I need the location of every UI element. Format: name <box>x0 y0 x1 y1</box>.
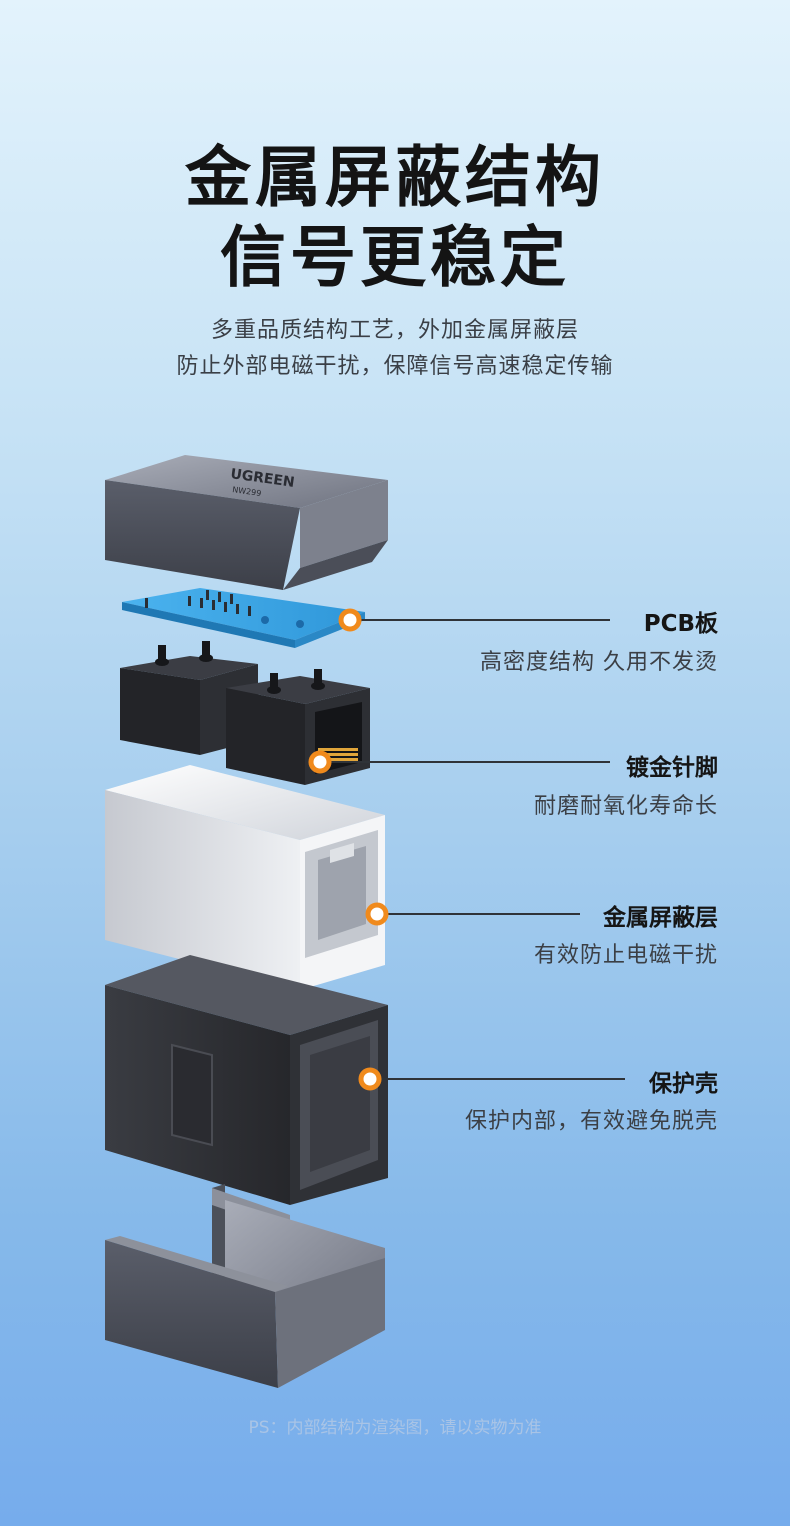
model-number: NW299 <box>232 485 262 498</box>
component-title-metal-shield: 金属屏蔽层 <box>603 905 718 931</box>
metal-shield <box>105 765 385 990</box>
component-title-pcb: PCB板 <box>643 611 718 637</box>
page-title-line2: 信号更稳定 <box>220 219 570 296</box>
subtitle-line2: 防止外部电磁干扰，保障信号高速稳定传输 <box>176 354 614 379</box>
component-title-gold-pins: 镀金针脚 <box>626 755 718 781</box>
top-cover: UGREEN NW299 <box>105 455 388 590</box>
component-desc-pcb: 高密度结构 久用不发烫 <box>480 650 718 675</box>
callout-metal-shield <box>365 902 580 926</box>
callout-pcb <box>338 608 610 632</box>
component-desc-metal-shield: 有效防止电磁干扰 <box>533 943 718 968</box>
component-desc-gold-pins: 耐磨耐氧化寿命长 <box>533 794 718 819</box>
bottom-cover <box>105 1184 385 1388</box>
callout-gold-pins <box>308 750 610 774</box>
rj45-jacks <box>120 641 370 785</box>
component-desc-shell: 保护内部，有效避免脱壳 <box>464 1109 718 1134</box>
subtitle-line1: 多重品质结构工艺，外加金属屏蔽层 <box>210 318 579 343</box>
page-title-line1: 金属屏蔽结构 <box>185 139 605 216</box>
component-title-shell: 保护壳 <box>649 1071 718 1097</box>
callout-dot-icon <box>338 608 362 632</box>
callout-dot-icon <box>308 750 332 774</box>
disclaimer-footnote: PS：内部结构为渲染图，请以实物为准 <box>248 1418 542 1438</box>
callout-shell <box>358 1067 625 1091</box>
protective-shell <box>105 955 388 1205</box>
callout-dot-icon <box>358 1067 382 1091</box>
callout-dot-icon <box>365 902 389 926</box>
pcb-board <box>122 588 365 648</box>
